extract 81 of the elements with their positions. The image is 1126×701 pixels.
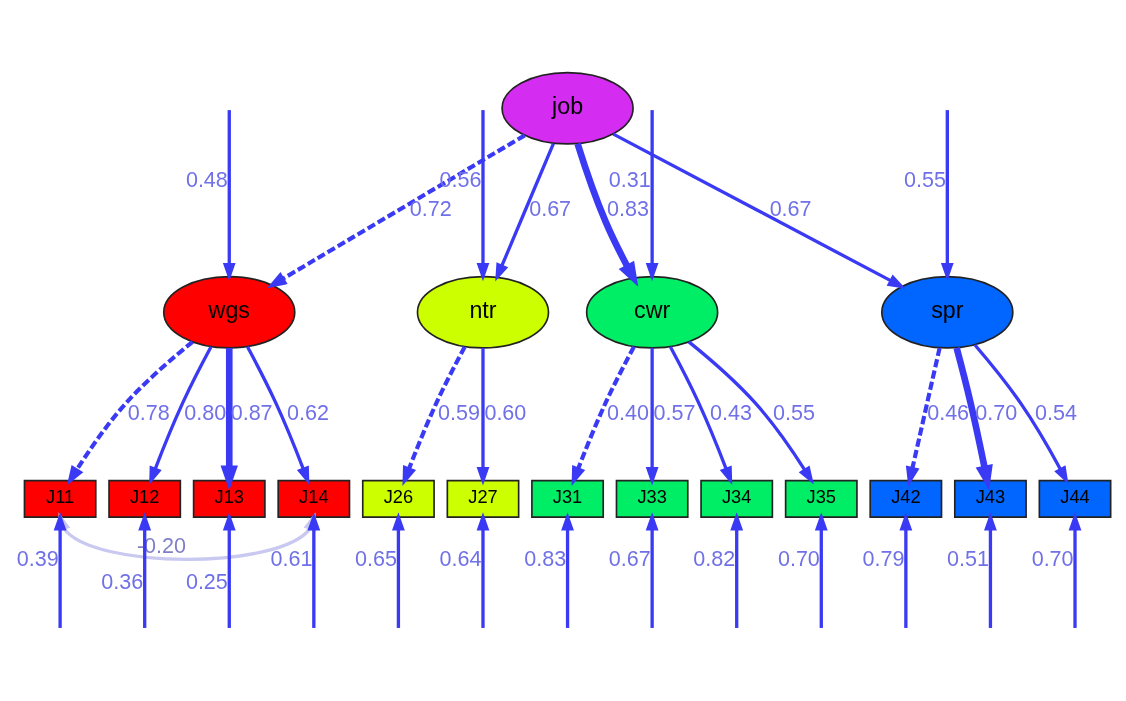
- edge-label: 0.60: [484, 399, 527, 425]
- edge-label: 0.51: [947, 545, 990, 571]
- arrow: [222, 109, 236, 281]
- edge-label: 0.70: [975, 399, 1018, 425]
- node-ellipse: job: [501, 71, 634, 145]
- node-box: J44: [1038, 479, 1112, 518]
- edge-label: 0.31: [608, 166, 651, 192]
- edge-label: 0.83: [524, 545, 567, 571]
- node-box: J11: [23, 479, 97, 518]
- edge-label: 0.39: [16, 545, 59, 571]
- arrow: [984, 511, 997, 628]
- edge-label: 0.83: [607, 195, 650, 221]
- arrow: [266, 133, 526, 288]
- arrow: [476, 511, 490, 628]
- arrow: [645, 109, 659, 281]
- node-box: J42: [869, 479, 943, 518]
- edge-label: 0.67: [529, 195, 572, 221]
- node-box: J43: [953, 479, 1027, 518]
- edge-label: 0.55: [772, 399, 815, 425]
- arrow: [402, 345, 467, 486]
- edge-label: 0.64: [439, 545, 482, 571]
- arrow: [730, 511, 744, 628]
- arrow: [495, 142, 555, 282]
- edge-label: 0.82: [693, 545, 736, 571]
- node-box: J34: [700, 479, 774, 518]
- arrow: [476, 109, 490, 281]
- node-ellipse: wgs: [162, 275, 296, 349]
- arrow: [668, 345, 733, 485]
- arrow: [905, 347, 942, 486]
- arrow: [392, 511, 405, 628]
- arrow: [222, 511, 236, 628]
- arrow: [953, 346, 993, 490]
- arrow: [138, 511, 152, 628]
- edge-label: 0.65: [355, 545, 397, 571]
- node-box: J13: [192, 479, 266, 518]
- arrow: [246, 345, 310, 485]
- arrow: [973, 343, 1069, 484]
- node-ellipse: cwr: [585, 275, 719, 349]
- arrow: [476, 347, 490, 485]
- arrow: [899, 511, 913, 628]
- edge-label: 0.62: [287, 399, 329, 425]
- edge-label: 0.80: [184, 399, 227, 425]
- node-box: J27: [446, 479, 520, 518]
- node-box: J12: [108, 479, 182, 518]
- edge-label: 0.40: [607, 399, 650, 425]
- node-box: J35: [784, 479, 858, 518]
- arrow: [149, 345, 213, 485]
- arrow: [571, 345, 636, 486]
- edge-label: 0.72: [409, 195, 452, 221]
- arrow: [220, 347, 238, 490]
- edge-label: 0.48: [185, 166, 228, 192]
- edge-label: 0.46: [927, 399, 970, 425]
- edge-label: 0.79: [862, 545, 905, 571]
- arrow: [814, 511, 828, 628]
- node-box: J14: [277, 479, 351, 518]
- arrow: [1068, 511, 1082, 628]
- node-box: J33: [615, 479, 689, 518]
- edge-label: 0.36: [101, 568, 144, 594]
- edge-label: 0.67: [608, 545, 651, 571]
- arrow: [645, 347, 659, 485]
- edge-label: 0.59: [437, 399, 480, 425]
- arrow: [940, 109, 954, 281]
- edge-label: 0.70: [1031, 545, 1074, 571]
- edge-label: 0.55: [903, 166, 946, 192]
- arrow: [574, 142, 639, 287]
- arrow: [687, 340, 814, 484]
- node-ellipse: ntr: [416, 275, 550, 349]
- edge-label: 0.67: [769, 195, 812, 221]
- edge-label: 0.61: [270, 545, 313, 571]
- arrow: [66, 339, 194, 485]
- edge-label: 0.54: [1034, 399, 1077, 425]
- arrow: [561, 511, 574, 628]
- node-box: J26: [361, 479, 435, 518]
- arrow: [612, 132, 906, 289]
- edge-label: 0.70: [777, 545, 820, 571]
- node-box: J31: [531, 479, 605, 518]
- edge-label: 0.25: [185, 568, 228, 594]
- edge-label: 0.57: [653, 399, 696, 425]
- edge-label: 0.43: [709, 399, 752, 425]
- edge-label: 0.78: [127, 399, 170, 425]
- arrow: [645, 511, 659, 628]
